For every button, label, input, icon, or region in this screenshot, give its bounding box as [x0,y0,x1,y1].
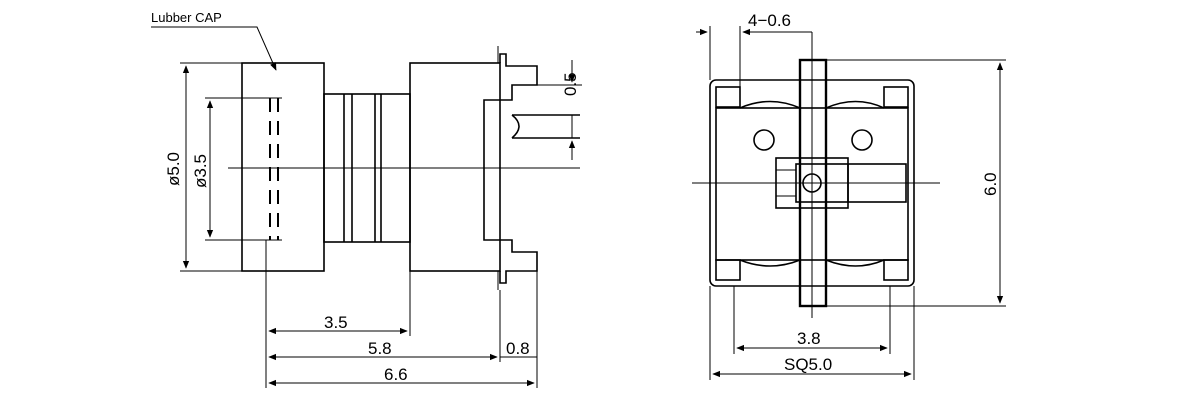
dimension-pin-thickness: 0.5 [561,72,580,96]
dimension-6-6: 6.6 [384,365,408,384]
mount-hole-right [851,129,873,151]
mount-hole-left [753,129,775,151]
dimension-hole: 4−0.6 [748,11,791,30]
front-square-body [709,79,915,287]
lubber-cap-leader [151,26,277,71]
dimension-3-8: 3.8 [797,329,821,348]
corner-hole-tl [715,86,741,108]
housing-body [409,62,501,272]
dimension-5-8: 5.8 [368,339,392,358]
corner-hole-tr [883,86,909,108]
front-view: 4−0.6 6.0 3.8 SQ5.0 [692,11,1006,380]
corner-hole-bl [715,259,741,281]
side-view: ø5.0 ø3.5 Lubber CAP 0.5 3.5 5.8 0.8 6.6 [151,10,582,388]
dimension-dia-inner: ø3.5 [191,154,210,188]
lubber-cap-label: Lubber CAP [151,10,222,25]
dimension-height: 6.0 [981,172,1000,196]
vertical-pin-plate [798,58,828,308]
dimension-square: SQ5.0 [784,355,832,374]
corner-hole-br [883,259,909,281]
mounting-bracket [483,53,538,284]
dimension-3-5: 3.5 [324,313,348,332]
fiber-port [802,173,822,193]
dimension-dia-outer: ø5.0 [164,152,183,186]
dimension-0-8: 0.8 [506,339,530,358]
